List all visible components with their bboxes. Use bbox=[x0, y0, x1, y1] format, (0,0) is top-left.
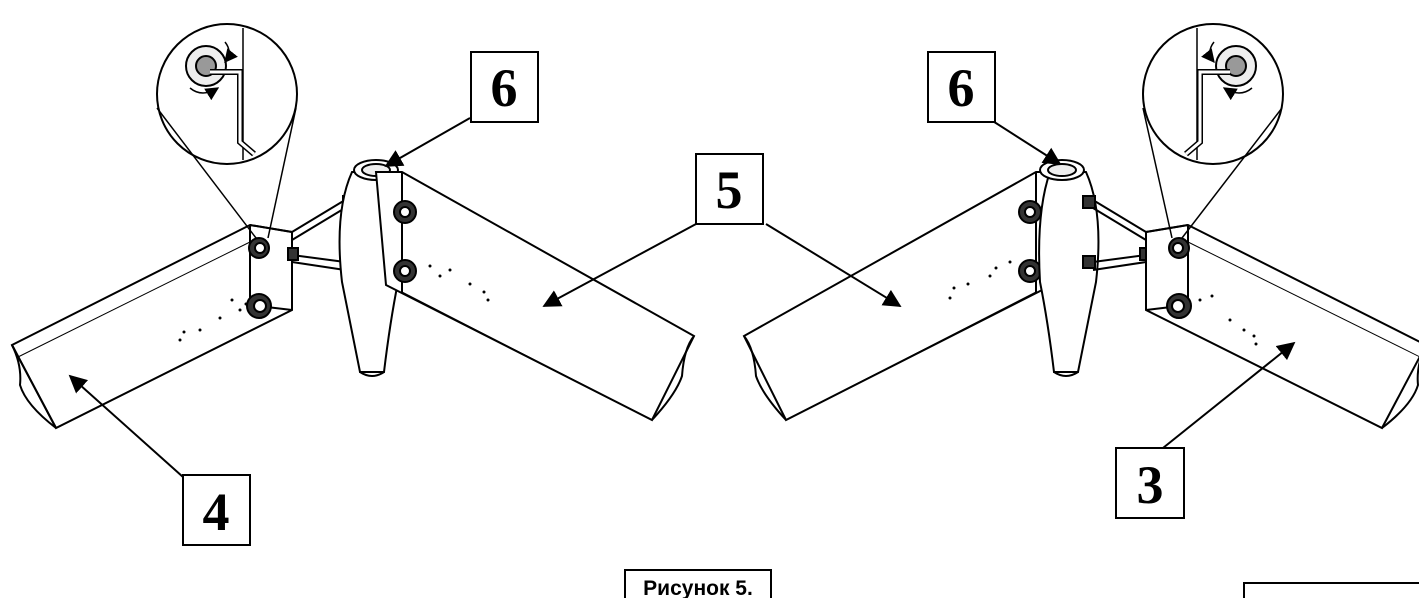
corner-frame bbox=[1243, 582, 1419, 598]
leg-right bbox=[1038, 159, 1100, 377]
part-label-6-right: 6 bbox=[927, 51, 996, 123]
part-label-6-left: 6 bbox=[470, 51, 539, 123]
rail-5-right bbox=[742, 171, 1064, 422]
rail-4 bbox=[10, 223, 293, 430]
svg-text:3: 3 bbox=[1137, 455, 1164, 515]
part-label-5: 5 bbox=[695, 153, 764, 225]
left-assembly bbox=[10, 23, 696, 430]
detail-magnifier-left bbox=[156, 23, 298, 239]
right-assembly bbox=[742, 23, 1419, 430]
svg-text:6: 6 bbox=[491, 58, 518, 118]
figure-caption: Рисунок 5. bbox=[643, 577, 753, 598]
part-label-3: 3 bbox=[1115, 447, 1185, 519]
leader-4 bbox=[68, 374, 184, 478]
leader-3 bbox=[1152, 341, 1296, 457]
part-label-4: 4 bbox=[182, 474, 251, 546]
figure-caption-box: Рисунок 5. bbox=[624, 569, 772, 598]
leader-5-right bbox=[765, 223, 902, 307]
leader-6-left bbox=[384, 117, 471, 167]
detail-magnifier-right bbox=[1142, 23, 1284, 239]
hex-key-turn-icon bbox=[1184, 28, 1257, 160]
leader-6-right bbox=[987, 117, 1062, 165]
rail-3 bbox=[1145, 223, 1419, 430]
svg-text:5: 5 bbox=[716, 160, 743, 220]
svg-text:6: 6 bbox=[948, 58, 975, 118]
rail-5-left bbox=[374, 171, 696, 422]
svg-text:4: 4 bbox=[203, 482, 230, 542]
leader-5-left bbox=[542, 223, 697, 307]
hex-key-turn-icon bbox=[185, 28, 256, 160]
leader-arrows bbox=[68, 117, 1296, 478]
